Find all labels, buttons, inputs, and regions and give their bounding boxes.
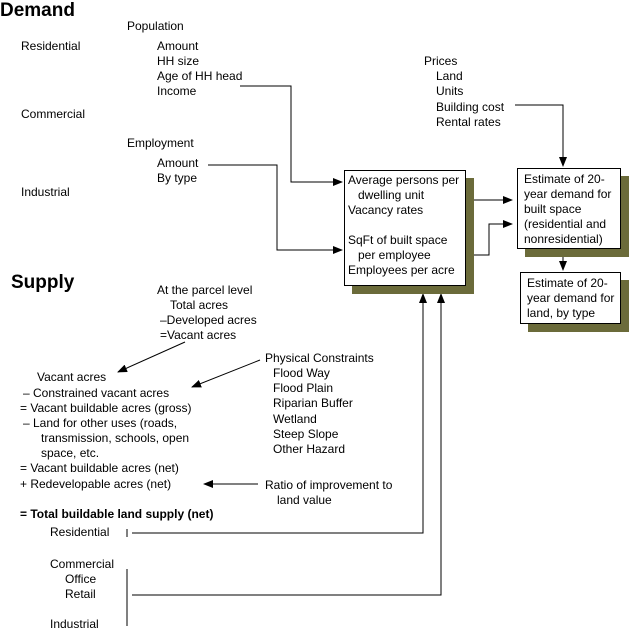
calc-line: – Constrained vacant acres — [23, 386, 170, 400]
population-item: Amount — [157, 39, 199, 53]
prices-item: Rental rates — [436, 115, 501, 129]
prices-label: Prices — [424, 54, 458, 68]
builtspace-line: nonresidential) — [524, 232, 603, 246]
category-commercial: Commercial — [21, 107, 86, 121]
parcel-line: =Vacant acres — [160, 328, 237, 342]
arrow-prices-to-builtspace — [515, 104, 567, 167]
prices-item: Land — [436, 69, 463, 83]
supply-type-residential: Residential — [50, 525, 110, 539]
employment-item: Amount — [157, 156, 199, 170]
population-label: Population — [127, 19, 184, 33]
factors-line: dwelling unit — [358, 188, 425, 202]
constraint-item: Flood Plain — [273, 381, 334, 395]
ratio-line: land value — [277, 493, 332, 507]
factors-spacer — [348, 218, 462, 233]
population-item: Age of HH head — [157, 69, 243, 83]
employment-label: Employment — [127, 136, 194, 150]
factors-line: per employee — [358, 248, 431, 262]
constraints-label: Physical Constraints — [265, 351, 374, 365]
demand-heading: Demand — [0, 0, 75, 21]
arrow-parcel-to-vacant — [117, 341, 186, 373]
builtspace-line: Estimate of 20- — [524, 172, 605, 186]
total-supply: = Total buildable land supply (net) — [20, 507, 214, 521]
arrow-residential-to-factors — [132, 293, 427, 534]
constraint-item: Wetland — [273, 412, 317, 426]
land-line: year demand for — [527, 291, 615, 305]
factors-line: SqFt of built space — [348, 233, 448, 247]
calc-line: Vacant acres — [37, 370, 107, 384]
arrow-employment-to-factors — [208, 164, 343, 254]
land-estimate-box: Estimate of 20- year demand for land, by… — [520, 272, 621, 324]
land-line: Estimate of 20- — [527, 276, 608, 290]
employment-item: By type — [157, 171, 198, 185]
calc-line: – Land for other uses (roads, — [23, 416, 178, 430]
supply-type-commercial: Commercial — [50, 557, 115, 571]
factors-line: Vacancy rates — [348, 203, 424, 217]
supply-type-industrial: Industrial — [50, 617, 99, 631]
factors-line: Average persons per — [348, 173, 460, 187]
ratio-line: Ratio of improvement to — [265, 478, 393, 492]
parcel-line: Total acres — [170, 298, 229, 312]
land-line: land, by type — [527, 306, 596, 320]
category-industrial: Industrial — [21, 185, 70, 199]
parcel-line: At the parcel level — [157, 283, 253, 297]
calc-line: space, etc. — [41, 446, 100, 460]
supply-type-office: Office — [65, 572, 97, 586]
constraint-item: Riparian Buffer — [273, 396, 353, 410]
calc-line: = Vacant buildable acres (net) — [20, 461, 179, 475]
supply-type-retail: Retail — [65, 587, 96, 601]
population-item: HH size — [157, 54, 200, 68]
prices-item: Units — [436, 84, 464, 98]
constraint-item: Other Hazard — [273, 442, 346, 456]
builtspace-estimate-box: Estimate of 20- year demand for built sp… — [517, 168, 621, 249]
prices-item: Building cost — [436, 100, 505, 114]
builtspace-line: (residential and — [524, 217, 607, 231]
builtspace-line: year demand for — [524, 187, 612, 201]
factors-box: Average persons per dwelling unit Vacanc… — [344, 170, 466, 286]
arrow-constraints-to-constrained — [191, 359, 261, 388]
factors-line: Employees per acre — [348, 263, 455, 277]
constraint-item: Steep Slope — [273, 427, 339, 441]
parcel-line: –Developed acres — [160, 313, 257, 327]
constraint-item: Flood Way — [273, 366, 330, 380]
supply-heading: Supply — [11, 272, 75, 293]
arrow-nonres-to-factors — [132, 293, 445, 596]
population-item: Income — [157, 84, 197, 98]
builtspace-line: built space — [524, 202, 582, 216]
category-residential: Residential — [21, 39, 81, 53]
calc-line: = Vacant buildable acres (gross) — [20, 401, 192, 415]
calc-line: transmission, schools, open — [41, 431, 190, 445]
calc-line: + Redevelopable acres (net) — [20, 477, 172, 491]
arrow-factors-to-builtspace-2 — [467, 220, 513, 256]
arrow-population-to-factors — [240, 85, 343, 186]
